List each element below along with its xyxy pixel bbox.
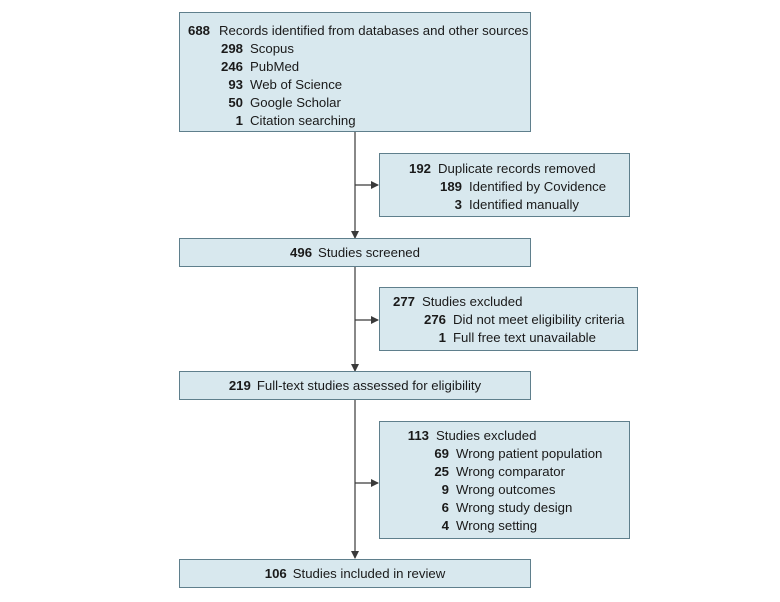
duplicates-removed-box: 192 Duplicate records removed 189 Identi… (379, 153, 630, 217)
duplicates-item-count: 3 (454, 197, 462, 212)
excluded-fulltext-item-count: 69 (434, 446, 449, 461)
studies-included-box: 106 Studies included in review (179, 559, 531, 588)
source-label: Web of Science (250, 77, 343, 92)
excluded-fulltext-item-label: Wrong comparator (456, 464, 565, 479)
duplicates-item: 3 Identified manually (380, 196, 629, 214)
excluded-screening-count: 277 (392, 294, 415, 309)
source-row: 298 Scopus (180, 40, 530, 58)
excluded-screening-box: 277 Studies excluded 276 Did not meet el… (379, 287, 638, 351)
studies-screened-box: 496 Studies screened (179, 238, 531, 267)
duplicates-header: 192 Duplicate records removed (380, 160, 629, 178)
excluded-screening-item-count: 1 (438, 330, 446, 345)
excluded-screening-label: Studies excluded (422, 294, 523, 309)
source-count: 50 (228, 95, 243, 110)
studies-included-label: Studies included in review (292, 566, 446, 581)
excluded-fulltext-item: 25 Wrong comparator (380, 463, 629, 481)
excluded-fulltext-item: 69 Wrong patient population (380, 445, 629, 463)
excluded-fulltext-header: 113 Studies excluded (380, 427, 629, 445)
studies-included-row: 106 Studies included in review (180, 565, 530, 583)
source-label: Scopus (250, 41, 294, 56)
fulltext-assessed-row: 219 Full-text studies assessed for eligib… (180, 377, 530, 395)
source-count: 1 (235, 113, 243, 128)
source-count: 246 (220, 59, 243, 74)
excluded-screening-item-label: Did not meet eligibility criteria (453, 312, 625, 327)
studies-screened-row: 496 Studies screened (180, 244, 530, 262)
records-identified-header: 688 Records identified from databases an… (180, 22, 530, 40)
studies-included-count: 106 (264, 566, 287, 581)
source-label: Citation searching (250, 113, 356, 128)
excluded-fulltext-item: 9 Wrong outcomes (380, 481, 629, 499)
excluded-screening-header: 277 Studies excluded (380, 293, 637, 311)
records-identified-count: 688 (188, 23, 211, 38)
excluded-fulltext-label: Studies excluded (436, 428, 537, 443)
duplicates-item-count: 189 (439, 179, 462, 194)
records-identified-label: Records identified from databases and ot… (219, 23, 529, 38)
duplicates-item-label: Identified by Covidence (469, 179, 607, 194)
excluded-fulltext-item-count: 25 (434, 464, 449, 479)
excluded-fulltext-box: 113 Studies excluded 69 Wrong patient po… (379, 421, 630, 539)
source-row: 50 Google Scholar (180, 94, 530, 112)
duplicates-item: 189 Identified by Covidence (380, 178, 629, 196)
excluded-fulltext-item-count: 4 (441, 518, 449, 533)
duplicates-count: 192 (408, 161, 431, 176)
source-count: 93 (228, 77, 243, 92)
source-label: Google Scholar (250, 95, 341, 110)
studies-screened-count: 496 (290, 245, 313, 260)
source-row: 246 PubMed (180, 58, 530, 76)
excluded-screening-item-count: 276 (423, 312, 446, 327)
excluded-fulltext-item: 4 Wrong setting (380, 517, 629, 535)
excluded-screening-item: 1 Full free text unavailable (380, 329, 637, 347)
duplicates-label: Duplicate records removed (438, 161, 596, 176)
excluded-fulltext-item-label: Wrong outcomes (456, 482, 556, 497)
studies-screened-label: Studies screened (318, 245, 420, 260)
excluded-fulltext-item-label: Wrong patient population (456, 446, 603, 461)
source-row: 93 Web of Science (180, 76, 530, 94)
excluded-screening-item-label: Full free text unavailable (453, 330, 596, 345)
fulltext-assessed-count: 219 (228, 378, 251, 393)
excluded-fulltext-item-label: Wrong study design (456, 500, 573, 515)
excluded-fulltext-item-count: 6 (441, 500, 449, 515)
source-label: PubMed (250, 59, 300, 74)
source-row: 1 Citation searching (180, 112, 530, 130)
fulltext-assessed-label: Full-text studies assessed for eligibili… (256, 378, 482, 393)
excluded-screening-item: 276 Did not meet eligibility criteria (380, 311, 637, 329)
fulltext-assessed-box: 219 Full-text studies assessed for eligib… (179, 371, 531, 400)
excluded-fulltext-count: 113 (407, 428, 429, 443)
excluded-fulltext-item: 6 Wrong study design (380, 499, 629, 517)
duplicates-item-label: Identified manually (469, 197, 579, 212)
source-count: 298 (220, 41, 243, 56)
excluded-fulltext-item-count: 9 (441, 482, 449, 497)
excluded-fulltext-item-label: Wrong setting (456, 518, 538, 533)
records-identified-box: 688 Records identified from databases an… (179, 12, 531, 132)
